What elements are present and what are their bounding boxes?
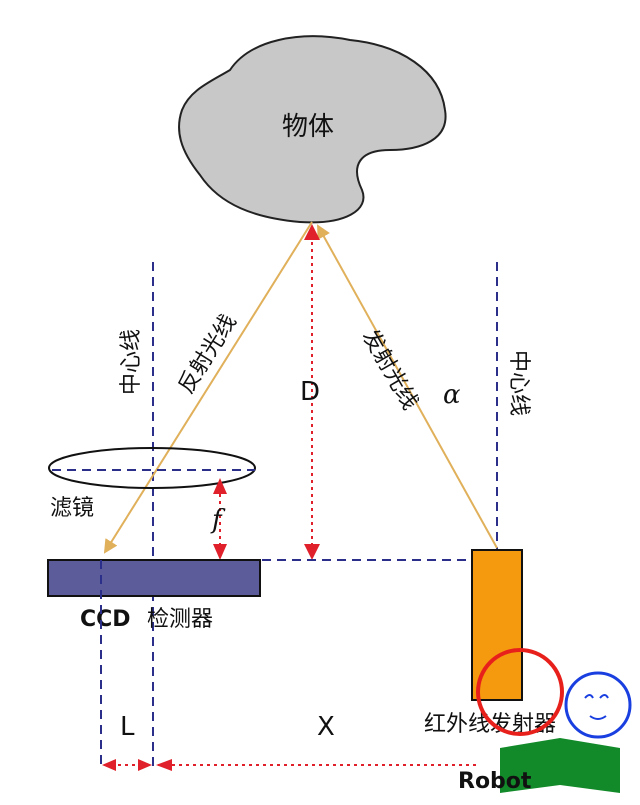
watermark-logo: Robot xyxy=(458,648,632,794)
x-arrow-left xyxy=(156,759,172,771)
ccd-label-suffix: 检测器 xyxy=(147,607,213,632)
reflected-ray xyxy=(103,221,313,554)
l-arrow-right xyxy=(138,759,152,771)
filter-label: 滤镜 xyxy=(50,496,94,521)
focal-arrow-bottom xyxy=(213,544,227,560)
center-line-right-label: 中心线 xyxy=(506,350,531,416)
center-line-left-label: 中心线 xyxy=(119,329,144,395)
logo-blue-circle xyxy=(564,671,632,739)
object-label: 物体 xyxy=(282,112,334,142)
logo-red-ring xyxy=(476,648,564,736)
focal-label: f xyxy=(210,505,226,535)
distance-arrow-bottom xyxy=(304,544,320,560)
logo-green-book xyxy=(500,738,620,793)
distance-label: D xyxy=(300,377,320,407)
focal-arrow-top xyxy=(213,478,227,494)
ccd-label-prefix: CCD xyxy=(80,607,131,632)
l-arrow-left xyxy=(102,759,116,771)
emitted-ray xyxy=(317,224,498,549)
reflected-ray-label: 反射光线 xyxy=(174,310,242,398)
filter-lens xyxy=(48,447,256,489)
emitted-ray-label: 发射光线 xyxy=(357,326,423,415)
x-label: X xyxy=(317,712,335,742)
emitter-label: 红外线发射器 xyxy=(424,712,556,737)
object-shape xyxy=(178,35,447,224)
distance-arrow-top xyxy=(304,224,320,240)
angle-label: α xyxy=(443,380,461,410)
watermark-text: Robot xyxy=(458,769,532,794)
ccd-detector xyxy=(47,559,261,597)
l-label: L xyxy=(120,712,135,742)
